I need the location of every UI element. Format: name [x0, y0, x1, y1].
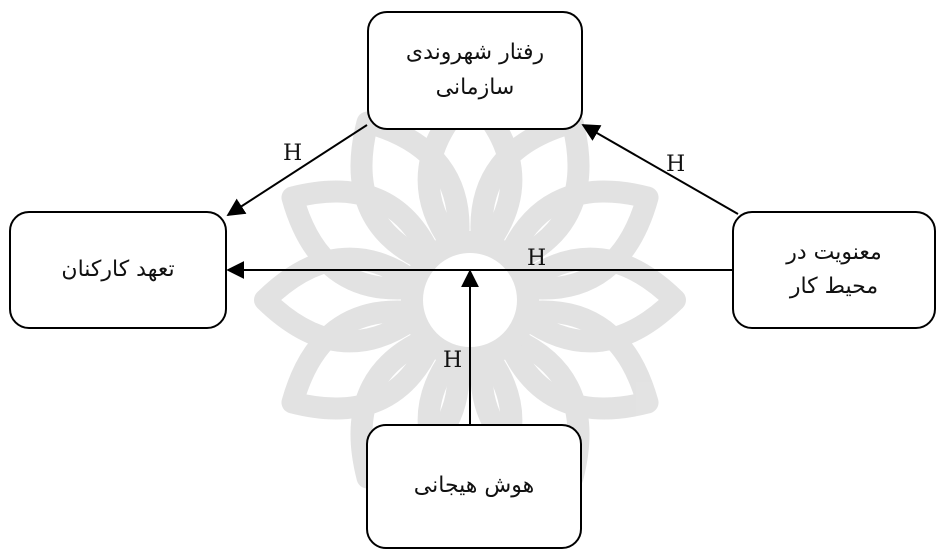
watermark-petal: [254, 247, 420, 353]
edge-label-ei: H: [443, 348, 463, 373]
watermark-petal: [350, 111, 470, 271]
node-ocb-line2: سازمانی: [435, 74, 515, 100]
edge-label-spirit-to-commitment: H: [527, 246, 547, 271]
watermark-petal: [499, 180, 659, 300]
node-emotional-intelligence: هوش هیجانی: [366, 424, 582, 549]
node-ocb-line1: رفتار شهروندی: [405, 40, 545, 66]
node-workplace-spirituality: معنویت در محیط کار: [732, 211, 936, 329]
node-commitment-label: تعهد کارکنان: [61, 256, 175, 282]
edge-label-spirit-to-ocb: H: [666, 152, 686, 177]
edge-label-ocb-to-commitment: H: [283, 141, 303, 166]
node-ei-label: هوش هیجانی: [413, 473, 535, 499]
arrow-spirit-to-ocb: [581, 124, 739, 215]
watermark-petal: [281, 180, 441, 300]
watermark-petal: [499, 300, 659, 420]
watermark-petal: [281, 300, 441, 420]
watermark-petal: [520, 247, 686, 353]
node-spirituality-line1: معنویت در: [786, 239, 882, 265]
node-employee-commitment: تعهد کارکنان: [9, 211, 227, 329]
node-organizational-citizenship-behavior: رفتار شهروندی سازمانی: [367, 11, 583, 130]
arrow-ocb-to-commitment: [226, 124, 368, 216]
node-spirituality-line2: محیط کار: [789, 274, 879, 299]
